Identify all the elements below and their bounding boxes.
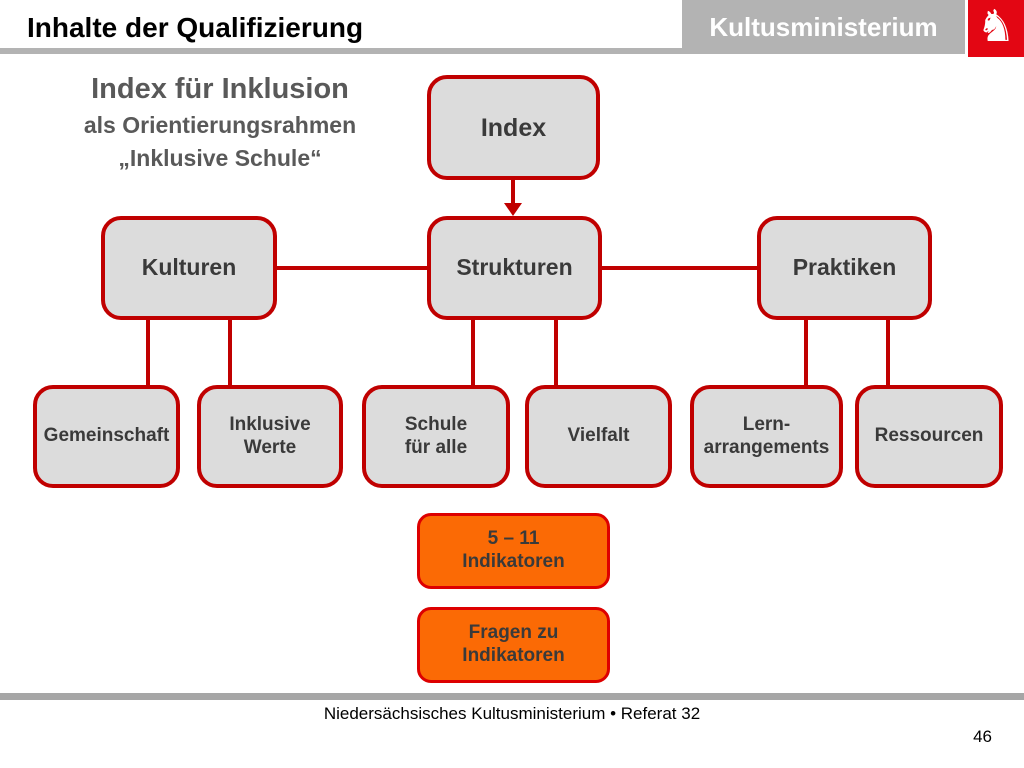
connector-praktiken-lernarrangements xyxy=(804,318,808,387)
node-praktiken: Praktiken xyxy=(757,216,932,320)
title-underline xyxy=(0,48,965,54)
connector-kulturen-inklusive-werte xyxy=(228,318,232,387)
footer-divider xyxy=(0,693,1024,700)
node-ressourcen-label: Ressourcen xyxy=(874,425,984,447)
page-number: 46 xyxy=(973,727,992,746)
connector-kulturen-gemeinschaft xyxy=(146,318,150,387)
node-indikatoren-count-label: 5 – 11 Indikatoren xyxy=(462,528,565,572)
intro-subheading-line1: als Orientierungsrahmen xyxy=(83,112,357,139)
node-fragen-zu-indikatoren-label: Fragen zu Indikatoren xyxy=(462,622,565,666)
node-schule-fuer-alle: Schule für alle xyxy=(362,385,510,488)
node-vielfalt-label: Vielfalt xyxy=(567,425,630,447)
connector-index-strukturen xyxy=(511,180,515,206)
connector-praktiken-ressourcen xyxy=(886,318,890,387)
lower-saxony-logo: ♞ xyxy=(968,0,1024,57)
ministry-label: Kultusministerium xyxy=(709,11,938,42)
node-index-label: Index xyxy=(480,113,547,142)
node-gemeinschaft-label: Gemeinschaft xyxy=(43,425,170,447)
node-inklusive-werte-label: Inklusive Werte xyxy=(229,413,311,458)
node-ressourcen: Ressourcen xyxy=(855,385,1003,488)
node-lernarrangements-label: Lern- arrangements xyxy=(703,413,830,458)
node-kulturen-label: Kulturen xyxy=(141,254,237,281)
slide-title: Inhalte der Qualifizierung xyxy=(27,12,364,43)
node-kulturen: Kulturen xyxy=(101,216,277,320)
node-vielfalt: Vielfalt xyxy=(525,385,672,488)
intro-heading: Index für Inklusion xyxy=(91,73,349,105)
node-praktiken-label: Praktiken xyxy=(792,254,897,281)
node-strukturen-label: Strukturen xyxy=(456,254,573,281)
node-strukturen: Strukturen xyxy=(427,216,602,320)
connector-strukturen-vielfalt xyxy=(554,318,558,387)
node-gemeinschaft: Gemeinschaft xyxy=(33,385,180,488)
ministry-bar: Kultusministerium xyxy=(682,0,965,48)
node-fragen-zu-indikatoren: Fragen zu Indikatoren xyxy=(417,607,610,683)
arrowhead-down-icon xyxy=(504,203,522,216)
node-lernarrangements: Lern- arrangements xyxy=(690,385,843,488)
footer-text: Niedersächsisches Kultusministerium • Re… xyxy=(323,704,701,723)
connector-strukturen-praktiken xyxy=(602,266,757,270)
connector-kulturen-strukturen xyxy=(277,266,427,270)
node-indikatoren-count: 5 – 11 Indikatoren xyxy=(417,513,610,589)
intro-subheading-line2: „Inklusive Schule“ xyxy=(118,145,322,172)
node-inklusive-werte: Inklusive Werte xyxy=(197,385,343,488)
node-index: Index xyxy=(427,75,600,180)
connector-strukturen-schule xyxy=(471,318,475,387)
lower-saxony-horse-icon: ♞ xyxy=(976,1,1016,51)
node-schule-fuer-alle-label: Schule für alle xyxy=(404,413,468,458)
intro-block: Index für Inklusion als Orientierungsrah… xyxy=(20,70,420,176)
